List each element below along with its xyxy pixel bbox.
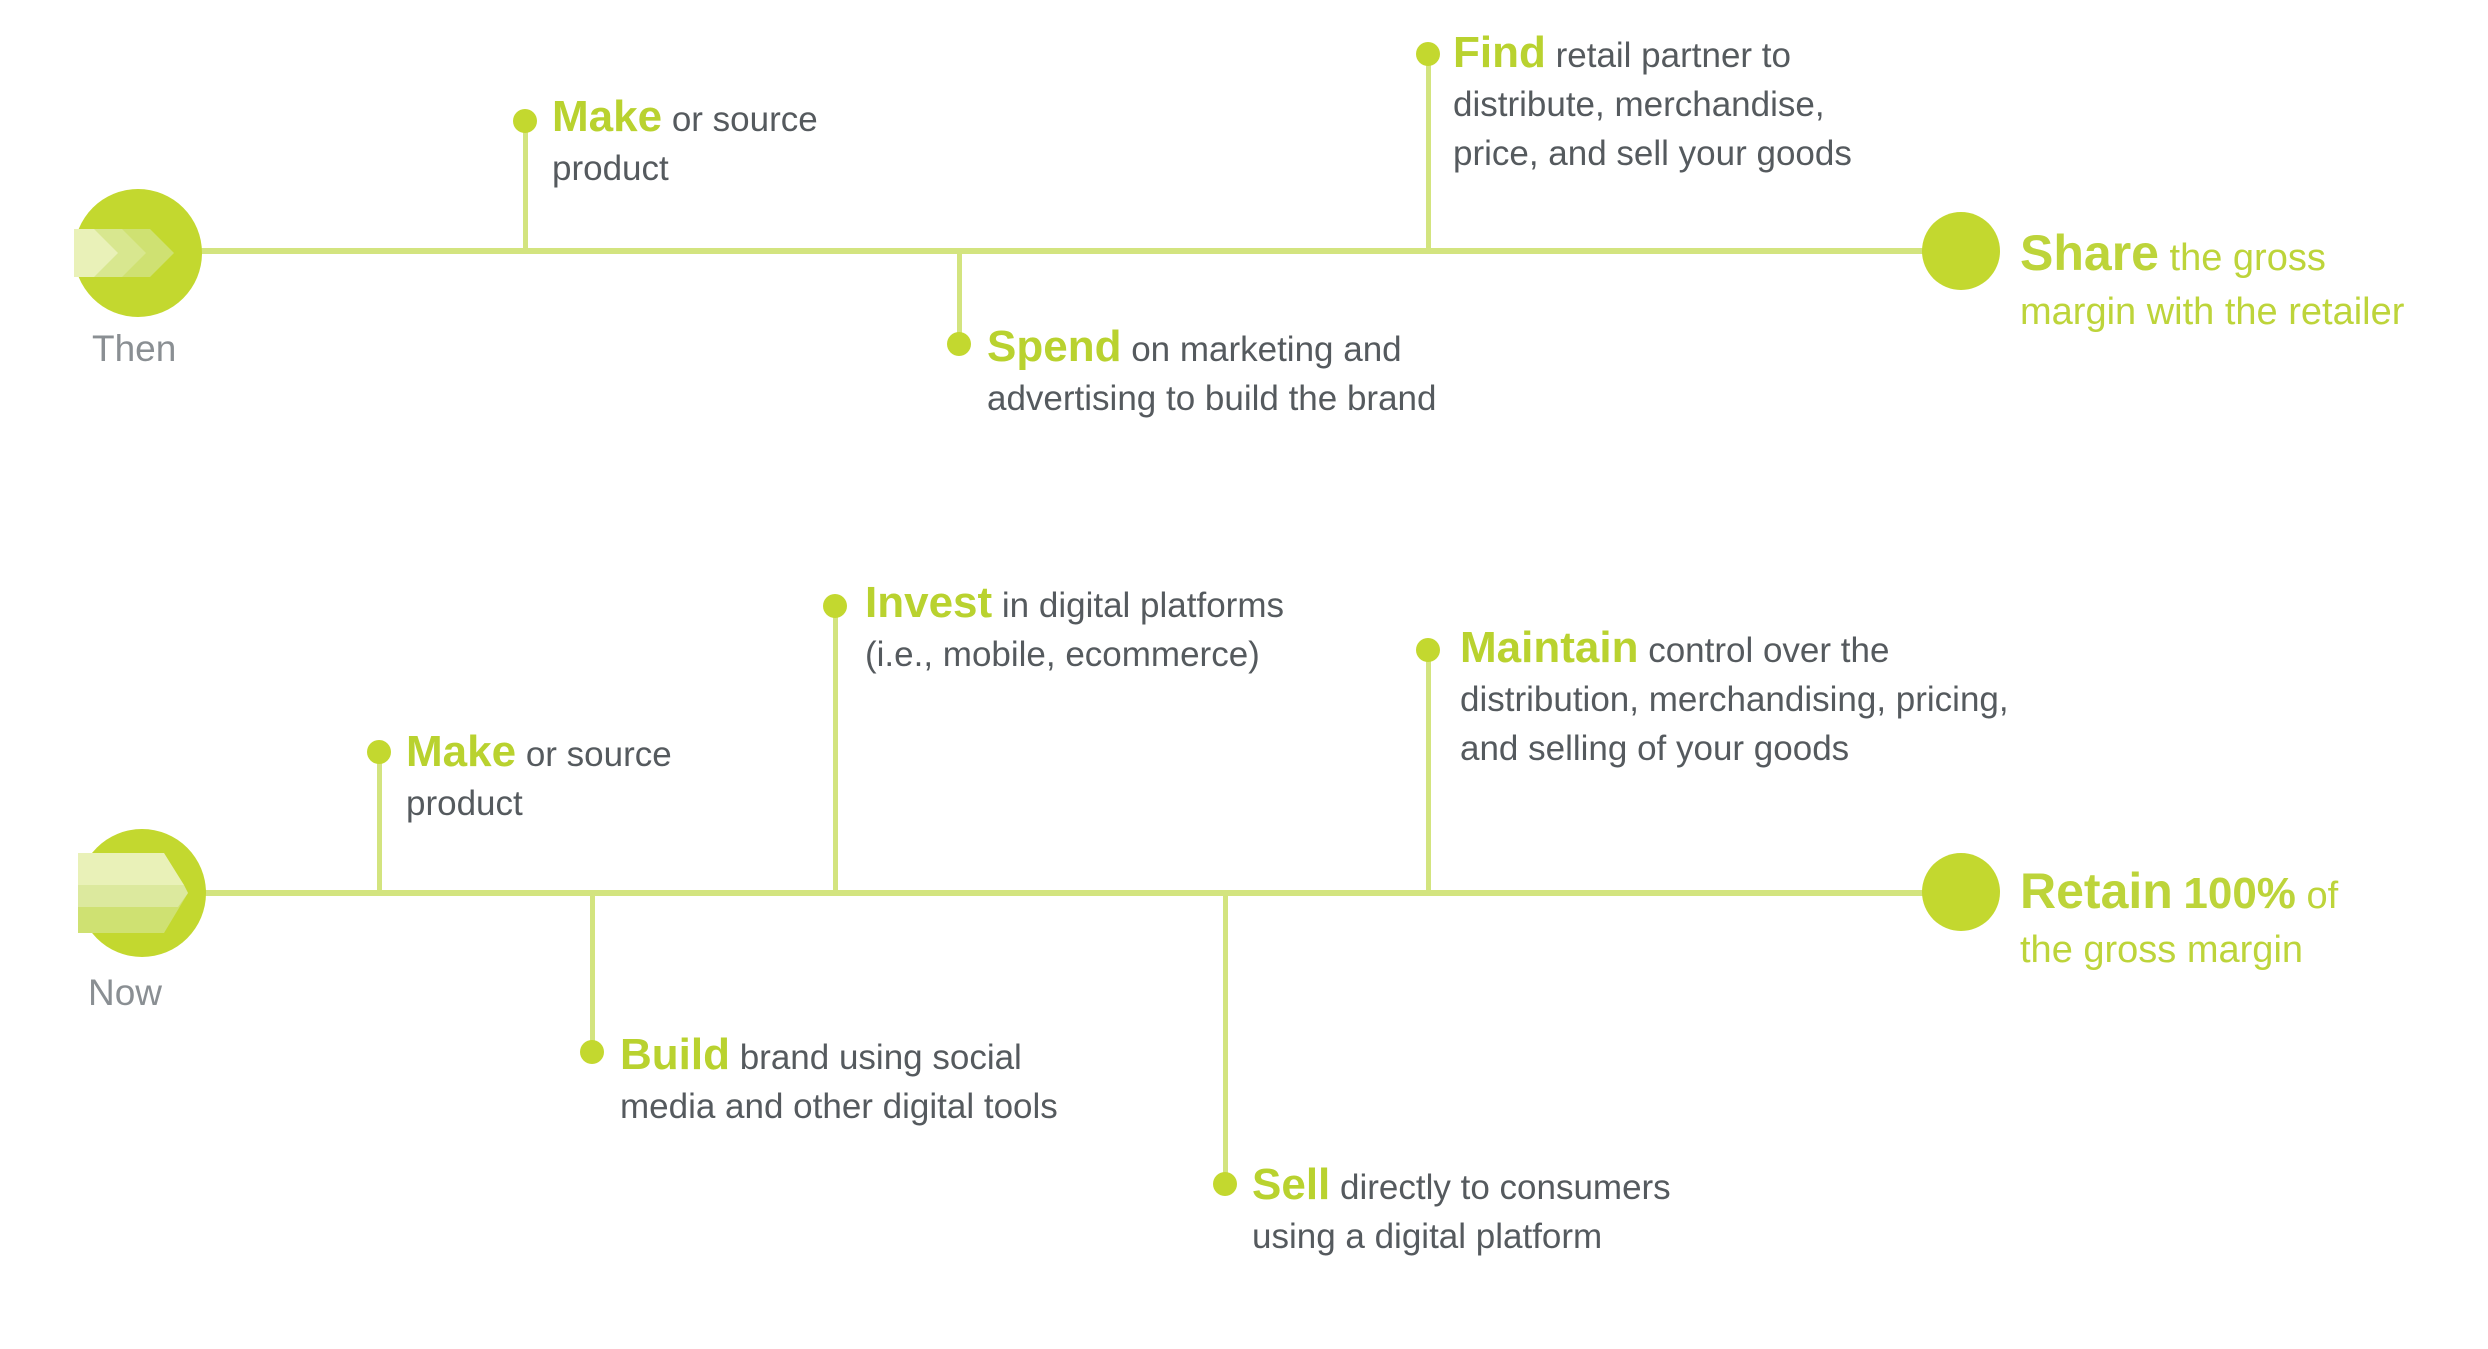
now-row-label: Now: [88, 972, 163, 1013]
chevron-arrow-icon: [74, 189, 202, 317]
step-text: or source: [671, 100, 818, 139]
now-outcome-retain: Retain 100% of the gross margin: [2020, 864, 2338, 977]
step-text: control over the: [1648, 631, 1890, 670]
step-keyword: Maintain: [1460, 623, 1639, 672]
then-axis-line: [150, 248, 1970, 254]
step-text: using a digital platform: [1252, 1217, 1603, 1256]
step-text: (i.e., mobile, ecommerce): [865, 635, 1260, 674]
now-sell-dot: [1213, 1172, 1237, 1196]
now-axis-line: [150, 890, 1970, 896]
step-text: in digital platforms: [1001, 586, 1284, 625]
then-make-dot: [513, 109, 537, 133]
now-invest-stem: [833, 606, 838, 894]
step-text: or source: [525, 735, 672, 774]
step-keyword: Find: [1453, 28, 1546, 77]
outcome-percent: 100%: [2183, 869, 2296, 918]
step-keyword: Build: [620, 1030, 730, 1079]
then-find-dot: [1416, 42, 1440, 66]
then-end-dot: [1922, 212, 2000, 290]
outcome-text: the gross: [2169, 237, 2326, 279]
then-make-stem: [523, 121, 528, 251]
then-spend-dot: [947, 332, 971, 356]
now-make-stem: [377, 752, 382, 894]
step-text: and selling of your goods: [1460, 729, 1850, 768]
step-text: price, and sell your goods: [1453, 134, 1852, 173]
step-text: on marketing and: [1131, 330, 1402, 369]
outcome-text: margin with the retailer: [2020, 291, 2405, 333]
then-outcome-share: Share the gross margin with the retailer: [2020, 226, 2404, 339]
chevron-arrow-icon: [78, 829, 206, 957]
step-keyword: Make: [552, 92, 663, 141]
now-make-dot: [367, 740, 391, 764]
then-step-spend: Spend on marketing and advertising to bu…: [987, 322, 1436, 423]
step-text: distribution, merchandising, pricing,: [1460, 680, 2009, 719]
step-text: retail partner to: [1555, 36, 1791, 75]
now-build-dot: [580, 1040, 604, 1064]
step-text: directly to consumers: [1340, 1168, 1671, 1207]
then-step-make: Make or source product: [552, 92, 818, 193]
now-invest-dot: [823, 594, 847, 618]
step-text: product: [552, 149, 669, 188]
outcome-keyword: Share: [2020, 225, 2159, 281]
then-row-label: Then: [92, 328, 177, 369]
now-step-invest: Invest in digital platforms (i.e., mobil…: [865, 578, 1284, 679]
now-maintain-stem: [1426, 650, 1431, 894]
now-step-make: Make or source product: [406, 727, 672, 828]
step-text: advertising to build the brand: [987, 379, 1437, 418]
step-keyword: Make: [406, 727, 517, 776]
outcome-keyword: Retain: [2020, 863, 2173, 919]
step-keyword: Spend: [987, 322, 1122, 371]
now-maintain-dot: [1416, 638, 1440, 662]
now-step-maintain: Maintain control over the distribution, …: [1460, 623, 2009, 773]
then-find-stem: [1426, 54, 1431, 251]
then-step-find: Find retail partner to distribute, merch…: [1453, 28, 1852, 178]
step-text: distribute, merchandise,: [1453, 85, 1825, 124]
now-end-dot: [1922, 853, 2000, 931]
step-keyword: Invest: [865, 578, 993, 627]
then-spend-stem: [957, 251, 962, 345]
step-text: media and other digital tools: [620, 1087, 1058, 1126]
outcome-text: the gross margin: [2020, 929, 2304, 971]
step-text: brand using social: [739, 1038, 1022, 1077]
now-sell-stem: [1223, 893, 1228, 1185]
now-step-sell: Sell directly to consumers using a digit…: [1252, 1160, 1671, 1261]
now-step-build: Build brand using social media and other…: [620, 1030, 1058, 1131]
now-build-stem: [590, 893, 595, 1053]
step-keyword: Sell: [1252, 1160, 1331, 1209]
step-text: product: [406, 784, 523, 823]
outcome-text: of: [2306, 875, 2339, 917]
